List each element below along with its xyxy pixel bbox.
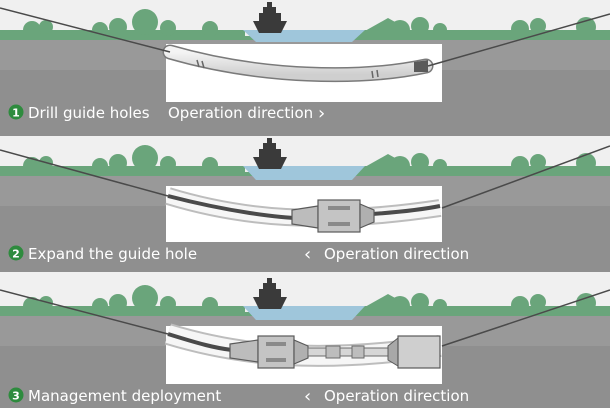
step-2-badge	[8, 245, 24, 261]
drill-line-left	[0, 289, 169, 335]
step-1-direction-text: Operation direction	[168, 104, 313, 122]
drill-head	[414, 60, 428, 72]
ship-icon	[253, 138, 287, 169]
step-3-badge	[8, 387, 24, 403]
reamer	[291, 199, 375, 233]
hills	[0, 285, 610, 316]
ship-icon	[253, 278, 287, 309]
drill-pipe	[167, 332, 233, 352]
drill-line-right	[441, 145, 610, 209]
step-2-direction-arrow: ‹	[304, 244, 311, 265]
step-3-direction-text: Operation direction	[324, 387, 469, 405]
step-2-number: 2	[12, 248, 20, 261]
step-3-label: Management deployment	[28, 387, 221, 405]
ship-icon	[253, 2, 287, 33]
step-3-number: 3	[12, 390, 20, 403]
product-pipe	[387, 335, 441, 369]
drill-line-right	[441, 289, 610, 347]
step-1-number: 1	[12, 107, 20, 120]
step-1-badge	[8, 104, 24, 120]
step-2-label: Expand the guide hole	[28, 245, 197, 263]
river	[243, 166, 365, 180]
river	[243, 306, 365, 320]
step-1-direction-arrow: ›	[318, 103, 325, 124]
hills	[0, 9, 610, 40]
swivel	[307, 345, 389, 359]
drill-line-left	[0, 149, 169, 197]
drill-line-left	[0, 7, 171, 53]
step-1-label: Drill guide holes	[28, 104, 150, 122]
reamer	[229, 335, 309, 369]
divider	[0, 136, 610, 140]
step-1-panel: 1 Drill guide holes Operation direction …	[0, 0, 610, 136]
step-2-panel: 2 Expand the guide hole ‹ Operation dire…	[0, 138, 610, 272]
step-3-direction-arrow: ‹	[304, 386, 311, 407]
step-3-panel: 3 Management deployment ‹ Operation dire…	[0, 276, 610, 408]
divider	[0, 272, 610, 276]
step-2-direction-text: Operation direction	[324, 245, 469, 263]
guide-hole	[164, 46, 432, 81]
hills	[0, 145, 610, 176]
drill-line-right	[427, 13, 610, 67]
